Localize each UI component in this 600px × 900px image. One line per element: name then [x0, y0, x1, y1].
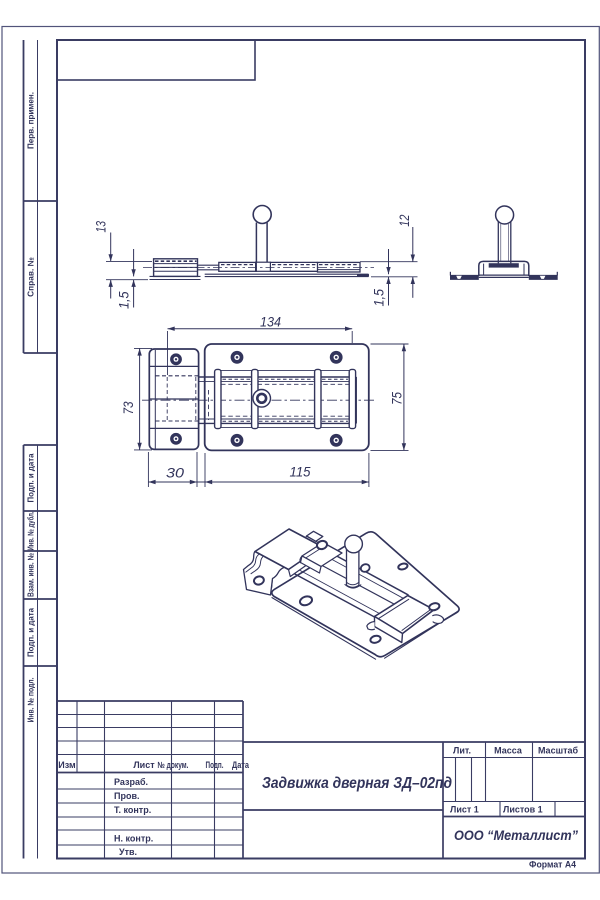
svg-text:Масштаб: Масштаб — [538, 746, 579, 756]
svg-text:Т. контр.: Т. контр. — [114, 805, 151, 815]
svg-text:Изм: Изм — [58, 760, 76, 770]
svg-text:Лит.: Лит. — [453, 746, 471, 756]
svg-text:115: 115 — [290, 464, 311, 479]
svg-text:Н. контр.: Н. контр. — [114, 834, 153, 844]
svg-text:Дата: Дата — [232, 760, 250, 770]
svg-text:Разраб.: Разраб. — [114, 777, 148, 787]
svg-text:12: 12 — [397, 214, 412, 226]
svg-text:Подп.: Подп. — [206, 760, 224, 770]
svg-text:Задвижка дверная ЗД–02пд: Задвижка дверная ЗД–02пд — [262, 775, 452, 792]
svg-text:75: 75 — [390, 392, 405, 405]
svg-text:Подп. и дата: Подп. и дата — [26, 453, 36, 502]
svg-text:Масса: Масса — [494, 746, 523, 756]
svg-text:Листов 1: Листов 1 — [503, 805, 543, 815]
svg-text:Инв. № подл.: Инв. № подл. — [26, 678, 36, 723]
svg-text:ООО “Металлист”: ООО “Металлист” — [454, 827, 578, 843]
svg-text:Справ. №: Справ. № — [26, 256, 36, 296]
svg-text:Взам. инв. №: Взам. инв. № — [26, 552, 36, 597]
svg-text:Утв.: Утв. — [119, 847, 137, 857]
svg-text:Формат А4: Формат А4 — [529, 860, 576, 870]
svg-text:30: 30 — [166, 465, 185, 480]
svg-text:Лист: Лист — [133, 760, 155, 770]
svg-text:134: 134 — [260, 314, 281, 329]
svg-text:1,5: 1,5 — [372, 289, 387, 307]
svg-text:Перв. примен.: Перв. примен. — [26, 92, 36, 149]
svg-text:13: 13 — [94, 221, 109, 233]
svg-text:1,5: 1,5 — [117, 291, 132, 309]
svg-text:Инв. № дубл.: Инв. № дубл. — [26, 512, 36, 551]
svg-text:Пров.: Пров. — [114, 791, 140, 801]
svg-text:№ докум.: № докум. — [158, 760, 189, 770]
svg-text:Подп. и дата: Подп. и дата — [26, 608, 36, 657]
svg-text:Лист 1: Лист 1 — [450, 805, 479, 815]
svg-text:73: 73 — [121, 401, 136, 414]
